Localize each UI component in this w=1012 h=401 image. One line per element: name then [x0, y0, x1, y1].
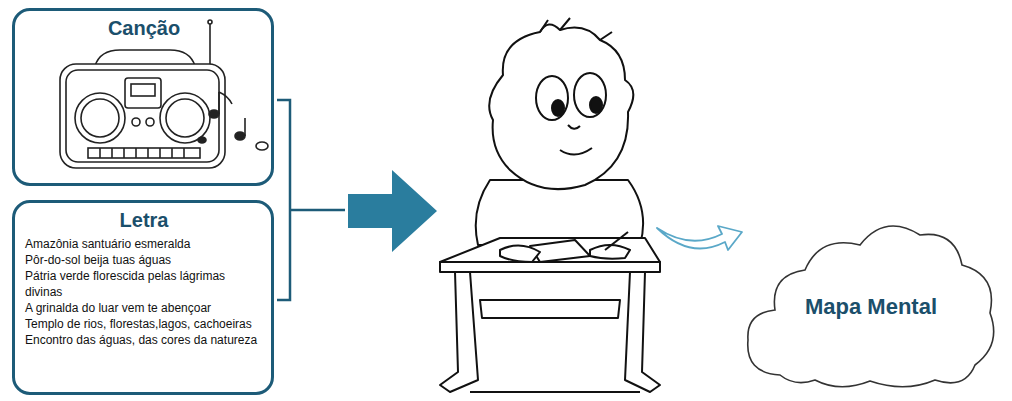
radio-icon [60, 20, 225, 168]
bracket [277, 100, 345, 300]
lyric-line: Templo de rios, florestas,lagos, cachoei… [25, 316, 263, 332]
cloud-shape: Mapa Mental [740, 205, 1002, 395]
lyric-line: Amazônia santuário esmeralda [25, 236, 263, 252]
boy-at-desk [440, 18, 660, 392]
box-heading: Letra [25, 209, 263, 232]
lyric-line: A grinalda do luar vem te abençoar [25, 300, 263, 316]
rounded-box: Canção [12, 8, 274, 186]
lyric-line: Encontro das águas, das cores da naturez… [25, 332, 263, 348]
music-notes [198, 92, 268, 150]
cloud-label: Mapa Mental [805, 294, 937, 320]
lyric-line: Pátria verde florescida pelas lágrimas d… [25, 268, 263, 300]
curved-arrow [657, 226, 742, 250]
big-arrow [348, 170, 437, 252]
lyric-line: Pôr-do-sol beija tuas águas [25, 252, 263, 268]
box-heading: Canção [25, 17, 263, 40]
rounded-box: LetraAmazônia santuário esmeraldaPôr-do-… [12, 200, 274, 395]
